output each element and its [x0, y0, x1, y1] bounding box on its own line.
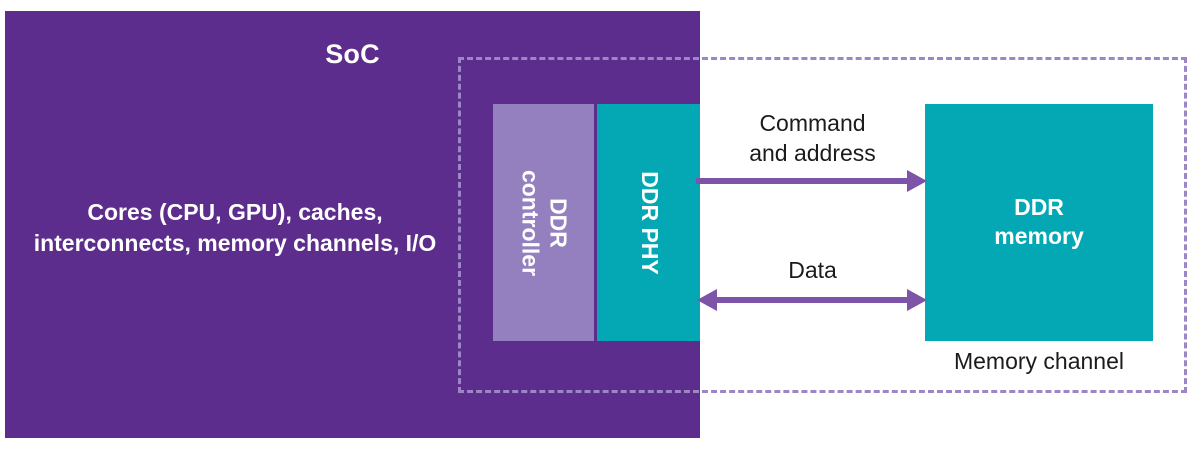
soc-contents-text: Cores (CPU, GPU), caches, interconnects,… [33, 199, 437, 256]
ddr-controller-label-line1: DDR [545, 197, 572, 248]
memory-channel-caption: Memory channel [953, 348, 1125, 374]
ddr-memory-label-line2: memory [994, 223, 1084, 250]
memory-channel-boundary [458, 57, 1187, 393]
ddr-controller-block: DDR controller [493, 104, 594, 341]
command-address-label: Command and address [700, 109, 925, 169]
ddr-memory-block: DDR memory [925, 104, 1153, 341]
command-address-arrow [696, 170, 927, 192]
data-label-line1: Data [788, 257, 837, 283]
command-address-label-line2: and address [749, 139, 876, 166]
ddr-phy-block: DDR PHY [597, 104, 700, 341]
data-label: Data [700, 256, 925, 286]
data-arrow [697, 289, 927, 311]
ddr-memory-label: DDR memory [925, 193, 1153, 253]
ddr-controller-label-line2: controller [517, 169, 544, 276]
ddr-phy-label: DDR PHY [636, 170, 663, 275]
command-address-label-line1: Command [759, 110, 866, 136]
ddr-memory-label-line1: DDR [1014, 193, 1064, 220]
soc-title: SoC [325, 39, 380, 69]
ddr-controller-label: DDR controller [516, 169, 572, 276]
